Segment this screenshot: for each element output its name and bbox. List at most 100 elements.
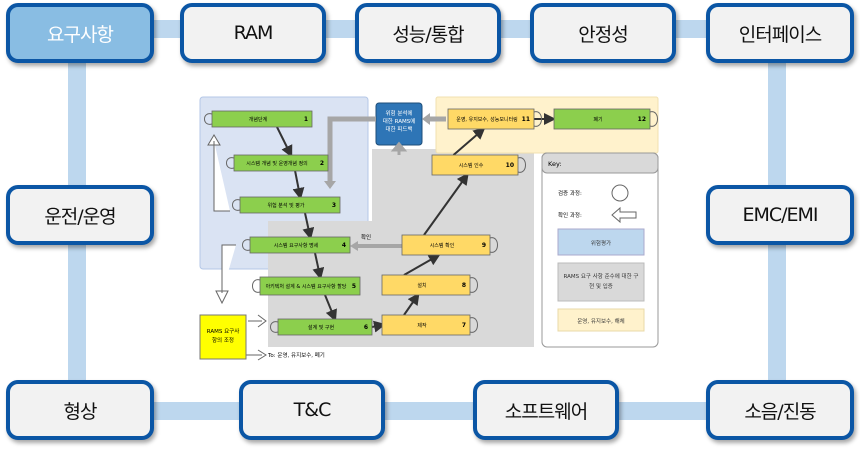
feedback-line-2: 대한 RAMS에 xyxy=(383,117,416,125)
step-number: 8 xyxy=(462,282,466,289)
step-box xyxy=(401,234,491,256)
step-label: 시스템 요구사항 명세 xyxy=(274,242,319,249)
flow-arrow xyxy=(452,127,486,156)
key-verification-label: 검증 과정: xyxy=(558,189,582,197)
to-operation-label: To: 운영, 유지보수, 폐기 xyxy=(267,351,325,359)
category-configuration[interactable]: 형상 xyxy=(6,380,154,440)
lifecycle-step: 제작 7 xyxy=(381,314,478,336)
verification-loop-icon xyxy=(270,321,279,333)
key-header xyxy=(541,152,659,174)
step-box xyxy=(249,236,351,254)
verification-loop-icon xyxy=(489,237,498,253)
step-box xyxy=(239,196,341,214)
feedback-arrow-to-step3 xyxy=(327,116,376,183)
step-label: 폐기 xyxy=(593,116,602,123)
step-box xyxy=(447,108,535,130)
step-box xyxy=(211,110,313,128)
category-emc-emi[interactable]: EMC/EMI xyxy=(706,185,854,245)
flow-arrow xyxy=(423,172,469,236)
verification-loop-icon xyxy=(242,239,251,251)
step-number: 1 xyxy=(304,116,308,123)
key-implementation-line-2: 현 및 입증 xyxy=(589,282,613,290)
category-operation[interactable]: 운전/운영 xyxy=(6,185,154,245)
rams-line-2: 항의 조정 xyxy=(212,336,234,344)
key-operation-label: 운영, 유지보수, 해체 xyxy=(577,317,624,325)
key-title: Key: xyxy=(548,160,562,168)
feedback-line-3: 대한 피드백 xyxy=(385,125,412,133)
connector-bottom xyxy=(70,402,790,420)
step-label: 개념단계 xyxy=(249,116,268,123)
key-implementation-line-1: RAMS 요구 사항 준수에 대한 구 xyxy=(564,272,639,280)
step-label: 제작 xyxy=(417,322,427,329)
lifecycle-step: 설계 및 구현 6 xyxy=(270,318,373,336)
step-box xyxy=(381,274,471,296)
category-safety[interactable]: 안정성 xyxy=(530,3,676,63)
key-operation-swatch xyxy=(557,308,645,332)
step-number: 6 xyxy=(364,324,368,331)
validation-arrow-down xyxy=(215,244,236,305)
validation-line-head xyxy=(350,241,358,251)
rams-adjustment-box xyxy=(199,314,247,360)
step-box xyxy=(277,318,373,336)
verification-loop-icon xyxy=(533,111,542,127)
flow-arrow xyxy=(324,294,337,322)
category-interface[interactable]: 인터페이스 xyxy=(706,3,854,63)
verification-loop-icon xyxy=(517,157,526,173)
validation-label: 확인 xyxy=(361,233,371,241)
feedback-arrow-head xyxy=(324,181,336,189)
validation-arrow-icon xyxy=(611,206,637,224)
verification-loop-icon xyxy=(226,157,235,169)
step-label: 설치 xyxy=(417,282,426,289)
feedback-arrow-up xyxy=(390,141,408,155)
verification-loop-icon xyxy=(204,113,213,125)
key-risk-swatch xyxy=(557,228,645,256)
lifecycle-step: 개념단계 1 xyxy=(204,110,313,128)
category-ram[interactable]: RAM xyxy=(180,3,326,63)
category-software[interactable]: 소프트웨어 xyxy=(473,380,619,440)
verification-loop-icon xyxy=(232,199,241,211)
lifecycle-step: 위험 분석 및 평가 3 xyxy=(232,196,341,214)
step-box xyxy=(431,154,519,176)
step-box xyxy=(553,108,651,130)
category-label: 성능/통합 xyxy=(392,23,464,46)
step-number: 2 xyxy=(320,160,324,167)
lifecycle-step: 설치 8 xyxy=(381,274,478,296)
step-label: 아키텍처 설계 & 시스템 요구사항 할당 xyxy=(266,283,347,290)
category-label: 소음/진동 xyxy=(744,400,816,423)
category-requirements[interactable]: 요구사항 xyxy=(6,3,154,63)
flow-arrow xyxy=(292,170,305,200)
flow-arrow xyxy=(403,254,441,276)
category-performance-integration[interactable]: 성능/통합 xyxy=(355,3,501,63)
step-label: 운영, 유지보수, 성능모니터링 xyxy=(456,116,518,123)
step-label: 시스템 인수 xyxy=(459,162,484,169)
verification-cycle-icon xyxy=(611,184,629,202)
step-label: 설계 및 구현 xyxy=(308,324,335,331)
verification-loop-icon xyxy=(649,111,658,127)
category-label: 요구사항 xyxy=(47,23,114,46)
step-number: 10 xyxy=(506,162,514,169)
step-label: 위험 분석 및 평가 xyxy=(268,202,305,209)
category-label: 운전/운영 xyxy=(44,205,116,228)
step-number: 5 xyxy=(352,283,356,290)
flow-arrow xyxy=(371,320,386,333)
validation-arrow-up xyxy=(207,134,230,212)
step-number: 7 xyxy=(462,322,466,329)
step-number: 3 xyxy=(332,202,336,209)
lifecycle-step: 시스템 인수 10 xyxy=(431,154,526,176)
feedback-arrow-from-ops-head xyxy=(422,113,430,125)
category-label: 소프트웨어 xyxy=(504,400,588,423)
verification-loop-icon xyxy=(252,279,261,293)
step-number: 9 xyxy=(482,242,486,249)
category-label: 안정성 xyxy=(578,23,628,46)
flow-arrow xyxy=(312,252,325,280)
category-test-commissioning[interactable]: T&C xyxy=(239,380,385,440)
verification-loop-icon xyxy=(469,277,478,293)
flow-arrow xyxy=(276,126,293,158)
category-noise-vibration[interactable]: 소음/진동 xyxy=(706,380,854,440)
